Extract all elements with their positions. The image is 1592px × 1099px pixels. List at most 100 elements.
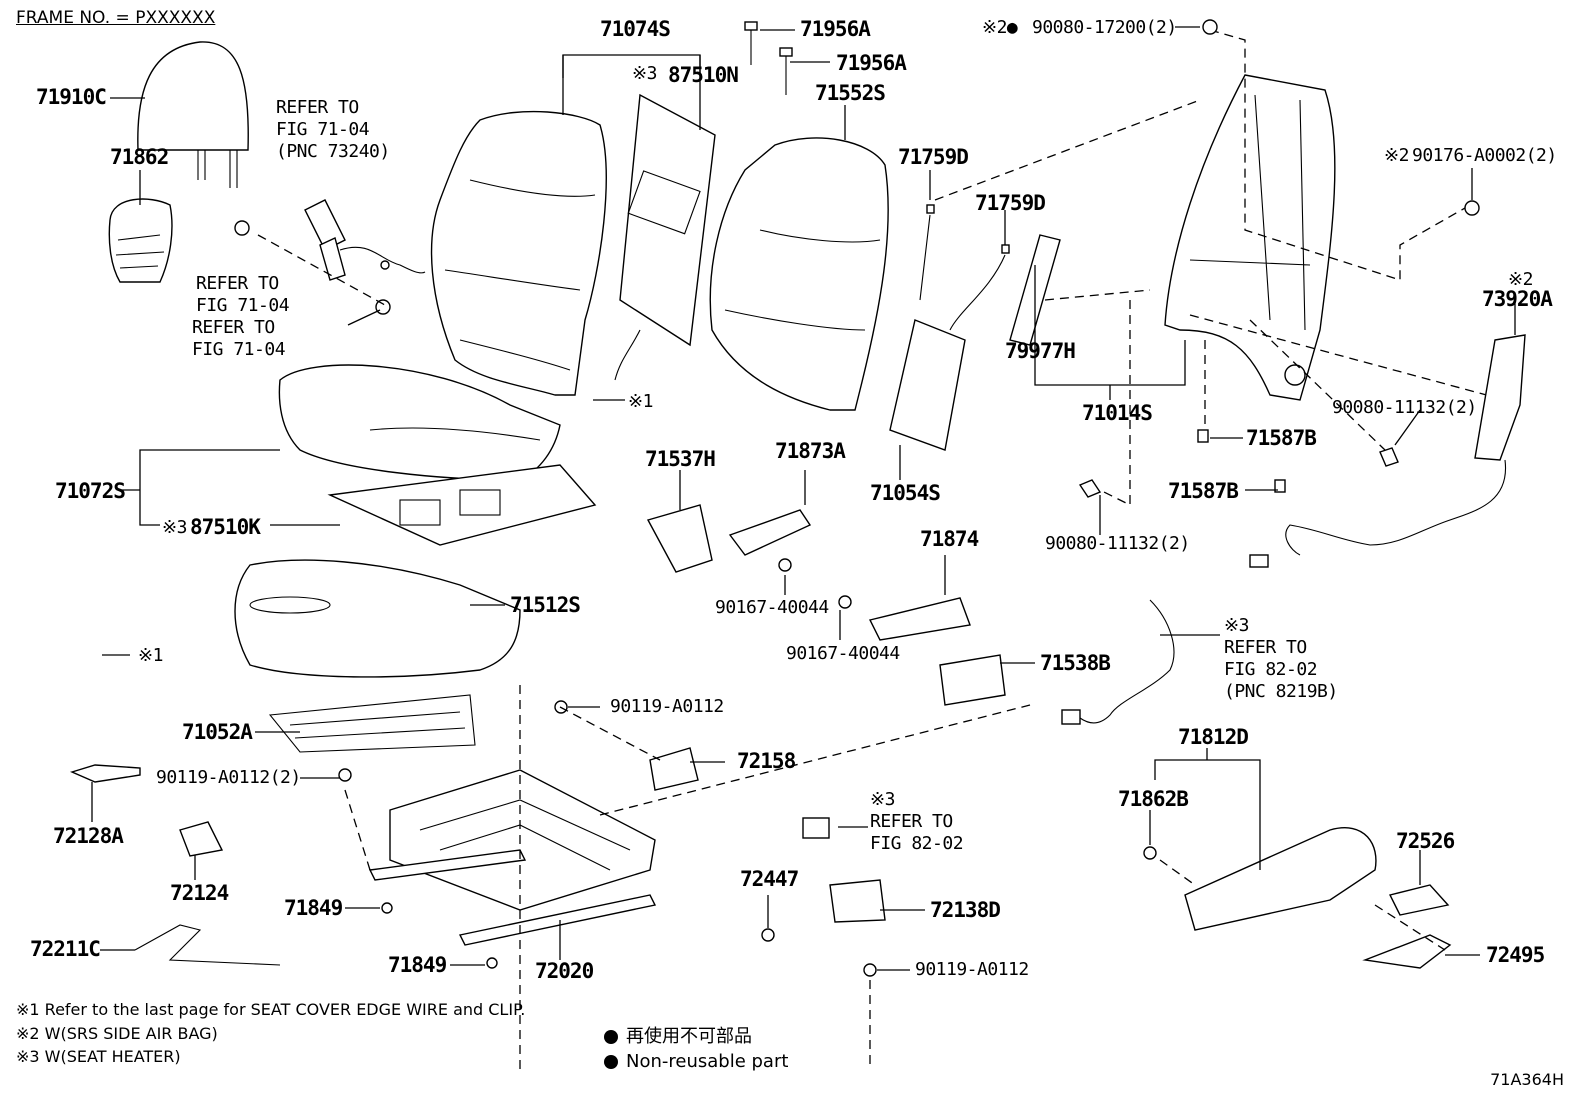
part-label[interactable]: 72138D: [930, 898, 1001, 922]
part-label[interactable]: 71759D: [898, 145, 969, 169]
bracket-drawing: [939, 654, 1006, 706]
assembly-line: [1159, 859, 1196, 886]
cover-drawing: [829, 879, 886, 923]
part-label[interactable]: 72495: [1486, 943, 1545, 967]
assembly-line: [1249, 319, 1386, 451]
part-label[interactable]: 71874: [920, 527, 979, 551]
part-label[interactable]: 71910C: [36, 85, 107, 109]
cover-drawing: [69, 764, 141, 783]
bracket-drawing: [868, 597, 971, 641]
assembly-line: [257, 234, 386, 306]
part-label[interactable]: 72526: [1396, 829, 1455, 853]
part-label[interactable]: 71956A: [800, 17, 871, 41]
part-label[interactable]: 90080-17200(2): [1032, 17, 1177, 38]
part-label[interactable]: 71537H: [645, 447, 716, 471]
refer-belt-line[interactable]: FIG 71-04: [276, 119, 370, 140]
part-label[interactable]: 72124: [170, 881, 229, 905]
cushion-pad-drawing: [234, 559, 521, 678]
part-label[interactable]: 71956A: [836, 51, 907, 75]
refer-connector-line[interactable]: FIG 82-02: [870, 833, 964, 854]
mark-note-2: ※2: [1508, 269, 1533, 290]
part-label[interactable]: 71759D: [975, 191, 1046, 215]
clip-drawing: [375, 299, 391, 315]
cushion-heater-drawing: [327, 464, 597, 546]
part-label[interactable]: 71849: [284, 896, 343, 920]
part-label[interactable]: 71862B: [1118, 787, 1189, 811]
bolt-drawing: [1379, 447, 1399, 467]
part-label[interactable]: 79977H: [1005, 339, 1076, 363]
seatback-pad-drawing: [709, 137, 889, 411]
seat-side-shield-drawing: [1184, 827, 1377, 931]
part-label[interactable]: 71014S: [1082, 401, 1153, 425]
heater-harness-drawing: [1061, 599, 1175, 725]
part-label[interactable]: 90119-A0112: [915, 959, 1029, 980]
bolt-drawing: [863, 963, 877, 977]
bolt-drawing: [838, 595, 852, 609]
nut-drawing: [1202, 19, 1218, 35]
part-label[interactable]: 71054S: [870, 481, 941, 505]
refer-connector-line: ※3: [870, 789, 895, 810]
part-label[interactable]: 90167-40044: [715, 597, 829, 618]
mark-note-3: ※3: [632, 63, 657, 84]
clip-drawing: [486, 957, 498, 969]
part-label[interactable]: 90167-40044: [786, 643, 900, 664]
cover-drawing: [179, 821, 224, 857]
refer-heater-line: ※3: [1224, 615, 1249, 636]
part-label[interactable]: 71538B: [1040, 651, 1111, 675]
seat-frame-drawing: [368, 769, 657, 946]
assembly-line: [559, 706, 661, 761]
knob-drawing: [1388, 884, 1450, 916]
part-label[interactable]: 71512S: [510, 593, 581, 617]
mark-note-1: ※1: [628, 391, 653, 412]
part-label[interactable]: 90080-11132(2): [1332, 397, 1477, 418]
part-label[interactable]: 87510K: [190, 515, 261, 539]
refer-connector-line: REFER TO: [870, 811, 953, 832]
refer-heater-line[interactable]: FIG 82-02: [1224, 659, 1318, 680]
bolt-drawing: [338, 768, 352, 782]
seatbelt-buckle-drawing: [304, 199, 426, 281]
part-label[interactable]: 71052A: [182, 720, 253, 744]
cushion-spring-drawing: [268, 694, 476, 753]
refer-belt-line: REFER TO: [276, 97, 359, 118]
part-label[interactable]: 71873A: [775, 439, 846, 463]
legend-english: Non-reusable part: [626, 1051, 789, 1072]
part-label[interactable]: 90119-A0112: [610, 696, 724, 717]
part-label[interactable]: 71552S: [815, 81, 886, 105]
part-label[interactable]: 72447: [740, 867, 799, 891]
lever-drawing: [1362, 934, 1452, 969]
side-cover-drawing: [649, 747, 699, 791]
part-label[interactable]: 72128A: [53, 824, 124, 848]
assembly-line: [1044, 289, 1151, 301]
assembly-line: [1099, 300, 1131, 507]
part-label[interactable]: 72158: [737, 749, 796, 773]
part-label[interactable]: 71587B: [1246, 426, 1317, 450]
wire-drawing: [134, 924, 281, 966]
bracket-drawing: [646, 504, 713, 573]
connector-drawing: [802, 817, 830, 839]
bolt-drawing: [778, 558, 792, 572]
refer-belt-line: (PNC 73240): [276, 141, 390, 162]
part-label[interactable]: 73920A: [1482, 287, 1553, 311]
diagram-code: 71A364H: [1490, 1070, 1564, 1089]
part-label[interactable]: 71862: [110, 145, 169, 169]
part-label[interactable]: 71587B: [1168, 479, 1239, 503]
legend-japanese: 再使用不可部品: [626, 1026, 752, 1047]
refer-note[interactable]: FIG 71-04: [192, 339, 286, 360]
mark-note-2: ※2: [1384, 145, 1409, 166]
part-label[interactable]: 90176-A0002(2): [1412, 145, 1557, 166]
part-label[interactable]: 71074S: [600, 17, 671, 41]
part-label[interactable]: 72020: [535, 959, 594, 983]
part-label[interactable]: 71072S: [55, 479, 126, 503]
part-label[interactable]: 72211C: [30, 937, 101, 961]
part-label[interactable]: 87510N: [668, 63, 739, 87]
clip-drawing: [1274, 479, 1286, 493]
refer-note[interactable]: FIG 71-04: [196, 295, 290, 316]
assembly-line: [344, 789, 371, 871]
nut-drawing: [1464, 200, 1480, 216]
assembly-line: [1189, 314, 1506, 401]
part-label[interactable]: 90080-11132(2): [1045, 533, 1190, 554]
part-label[interactable]: 90119-A0112(2): [156, 767, 301, 788]
part-label[interactable]: 71849: [388, 953, 447, 977]
part-label[interactable]: 71812D: [1178, 725, 1249, 749]
